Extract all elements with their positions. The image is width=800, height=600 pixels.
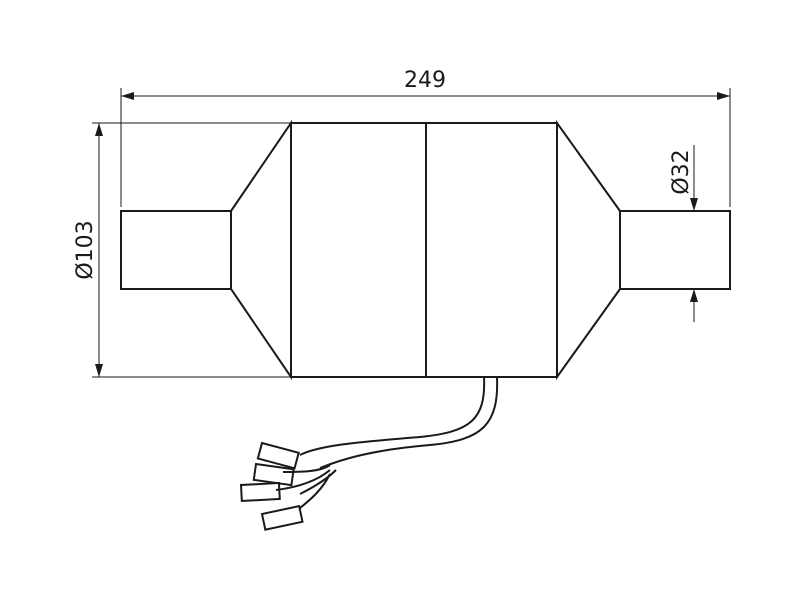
outlet-cone (556, 119, 621, 381)
connector-1 (256, 441, 300, 470)
cable-3 (282, 464, 331, 473)
pipe-diameter-dimension: Ø32 (669, 145, 698, 322)
device-outline (120, 119, 731, 381)
outer-diameter-label: Ø103 (73, 220, 98, 279)
cable-2 (319, 376, 499, 469)
arrow-pipe-bottom (690, 289, 698, 302)
arrow-bottom (95, 364, 103, 377)
cable-1 (299, 376, 486, 456)
connector-3 (239, 481, 281, 503)
connector-4 (260, 504, 304, 531)
housing-right-section (425, 122, 558, 378)
arrow-top (95, 123, 103, 136)
inlet-cone (230, 119, 292, 381)
outer-diameter-dimension: Ø103 (73, 122, 291, 378)
cable-bundle (239, 376, 499, 531)
length-label: 249 (404, 68, 446, 93)
arrow-right (717, 92, 730, 100)
arrow-left (121, 92, 134, 100)
length-dimension: 249 (120, 68, 731, 207)
arrow-pipe-top (690, 198, 698, 211)
cable-6 (299, 469, 337, 495)
outlet-pipe (619, 210, 731, 290)
pipe-diameter-label: Ø32 (669, 149, 694, 194)
housing-left-section (290, 122, 427, 378)
inlet-pipe (120, 210, 232, 290)
cable-4 (275, 469, 331, 491)
